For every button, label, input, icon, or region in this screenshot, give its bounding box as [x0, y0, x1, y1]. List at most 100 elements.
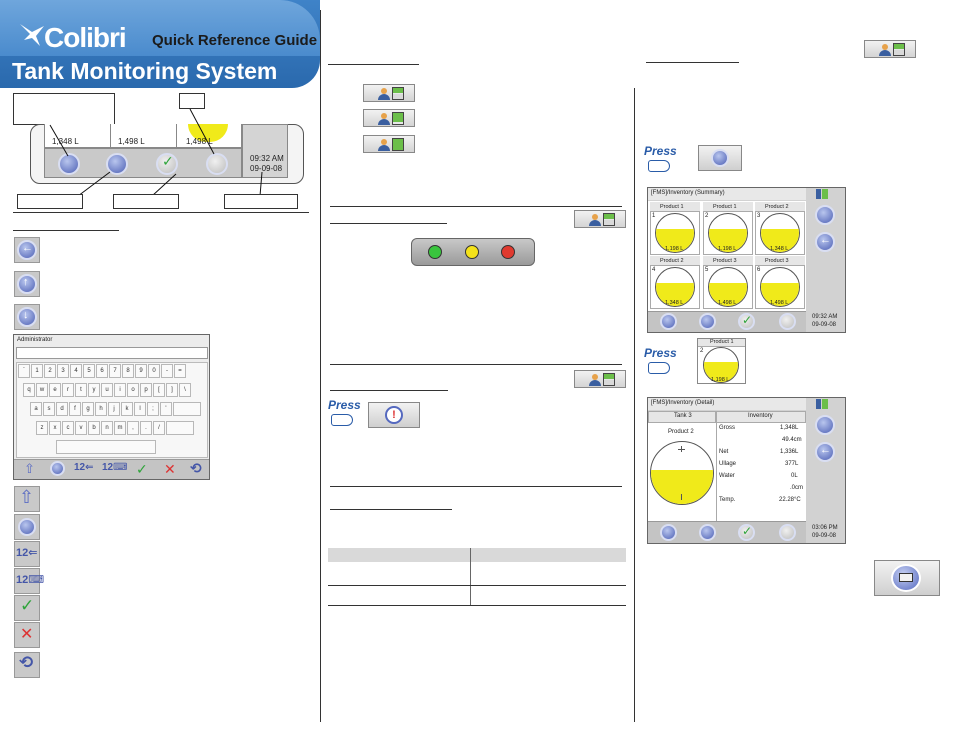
tank-gauge [760, 213, 800, 253]
key[interactable]: p [140, 383, 152, 397]
printer-button[interactable] [779, 313, 796, 330]
status-check-button[interactable] [156, 153, 178, 175]
key[interactable]: d [56, 402, 68, 416]
key[interactable]: w [36, 383, 48, 397]
status-check-button[interactable] [738, 313, 755, 330]
check-icon[interactable]: ✓ [136, 461, 148, 477]
key[interactable]: e [49, 383, 61, 397]
key[interactable]: 1 [31, 364, 43, 378]
status-check-button[interactable] [738, 524, 755, 541]
detail-divider [716, 423, 717, 521]
tank-button[interactable] [660, 524, 677, 541]
key[interactable]: ] [166, 383, 178, 397]
menu-button[interactable] [106, 153, 128, 175]
key[interactable]: ` [18, 364, 30, 378]
key[interactable]: q [23, 383, 35, 397]
key[interactable]: m [114, 421, 126, 435]
key[interactable]: r [62, 383, 74, 397]
detail-row-value: 377L [785, 461, 799, 467]
printer-button[interactable] [206, 153, 228, 175]
key[interactable]: f [69, 402, 81, 416]
key[interactable]: [ [153, 383, 165, 397]
menu-button[interactable] [699, 313, 716, 330]
access-level-button[interactable] [363, 84, 415, 102]
key[interactable]: 7 [109, 364, 121, 378]
key[interactable]: n [101, 421, 113, 435]
divider [176, 124, 177, 148]
menu-button[interactable] [815, 205, 835, 225]
key[interactable]: g [82, 402, 94, 416]
section-underline [330, 390, 448, 391]
shift-icon[interactable]: ⇧ [24, 461, 35, 476]
back-button[interactable] [815, 232, 835, 252]
key-blank[interactable] [166, 421, 194, 435]
key[interactable]: 6 [96, 364, 108, 378]
key[interactable]: , [127, 421, 139, 435]
summary-time: 09:32 AM [812, 314, 838, 320]
quick-reference-guide-label: Quick Reference Guide [152, 32, 318, 49]
tank-volume: 1,198 L [718, 246, 737, 252]
key[interactable]: 2 [44, 364, 56, 378]
key[interactable]: a [30, 402, 42, 416]
section-underline [646, 62, 739, 63]
key[interactable]: ; [147, 402, 159, 416]
backspace-icon[interactable]: 12⇐ [74, 462, 94, 473]
key[interactable]: o [127, 383, 139, 397]
key[interactable]: x [49, 421, 61, 435]
key[interactable]: b [88, 421, 100, 435]
close-icon: ✕ [20, 626, 34, 643]
space-key[interactable] [56, 440, 156, 454]
access-level-button[interactable] [864, 40, 916, 58]
key[interactable]: z [36, 421, 48, 435]
key[interactable]: . [140, 421, 152, 435]
key[interactable]: h [95, 402, 107, 416]
globe-icon[interactable] [50, 461, 65, 476]
back-button[interactable] [815, 442, 835, 462]
menu-button[interactable] [815, 415, 835, 435]
key[interactable]: t [75, 383, 87, 397]
keyboard-input-field[interactable] [16, 347, 208, 359]
key[interactable]: j [108, 402, 120, 416]
key[interactable]: 8 [122, 364, 134, 378]
printer-button[interactable] [779, 524, 796, 541]
tank-card-header [703, 256, 753, 266]
key[interactable]: ' [160, 402, 172, 416]
key[interactable]: s [43, 402, 55, 416]
key[interactable]: l [134, 402, 146, 416]
menu-button[interactable] [699, 524, 716, 541]
callout-arrows [49, 108, 263, 197]
close-icon[interactable]: ✕ [164, 461, 176, 477]
key[interactable]: 5 [83, 364, 95, 378]
key[interactable]: 0 [148, 364, 160, 378]
key[interactable]: k [121, 402, 133, 416]
undo-icon[interactable]: ⟲ [190, 460, 202, 476]
access-level-button[interactable] [574, 370, 626, 388]
key[interactable]: 3 [57, 364, 69, 378]
key[interactable]: = [174, 364, 186, 378]
tank-gauge [708, 267, 748, 307]
key[interactable]: 9 [135, 364, 147, 378]
access-level-button[interactable] [363, 109, 415, 127]
key[interactable]: 4 [70, 364, 82, 378]
key[interactable]: / [153, 421, 165, 435]
key[interactable]: y [88, 383, 100, 397]
summary-button-bar [648, 311, 806, 332]
key[interactable]: v [75, 421, 87, 435]
key[interactable]: - [161, 364, 173, 378]
key[interactable]: i [114, 383, 126, 397]
tank-product-label: Product 3 [765, 258, 789, 264]
key[interactable]: u [101, 383, 113, 397]
backspace-icon: 12⇐ [16, 547, 38, 559]
enter-icon[interactable]: 12⌨ [102, 462, 128, 473]
access-level-button[interactable] [574, 210, 626, 228]
key[interactable]: \ [179, 383, 191, 397]
key[interactable]: c [62, 421, 74, 435]
tank-button[interactable] [660, 313, 677, 330]
summary-date: 09-09-08 [812, 322, 837, 328]
access-level-button[interactable] [363, 135, 415, 153]
tank-button[interactable] [58, 153, 80, 175]
accept-legend [14, 595, 40, 621]
enter-key[interactable] [173, 402, 201, 416]
tank-icon [711, 149, 729, 167]
printer-glyph [899, 573, 913, 582]
